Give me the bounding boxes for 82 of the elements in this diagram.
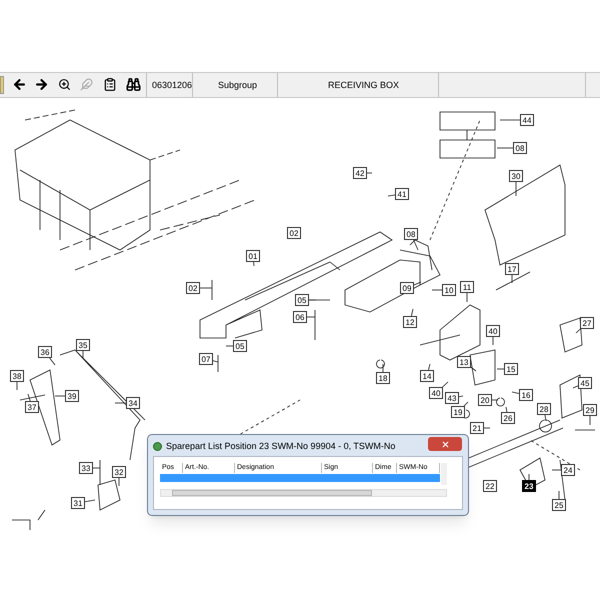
leader-line (464, 402, 468, 406)
callout-number: 42 (353, 167, 367, 179)
callout-number: 37 (25, 401, 39, 413)
group-title-text: RECEIVING BOX (328, 80, 400, 90)
leader-line (506, 406, 508, 412)
callout-number: 01 (246, 250, 260, 262)
leader-line (496, 368, 504, 370)
leader-line (82, 350, 84, 358)
callout-number: 12 (403, 316, 417, 328)
callout-number: 29 (583, 404, 597, 416)
callout-number: 02 (287, 227, 301, 239)
callout-number: 35 (76, 339, 90, 351)
leader-line (528, 474, 530, 480)
leader-line (442, 382, 448, 388)
dialog-title: Sparepart List Position 23 SWM-No 99904 - 0, TSWM-No (166, 441, 396, 452)
callout-number: 27 (580, 317, 594, 329)
callout-number: 44 (520, 114, 534, 126)
leader-line (388, 194, 396, 196)
leader-line (414, 282, 422, 286)
leader-line (470, 366, 476, 372)
callout-number: 13 (457, 356, 471, 368)
callout-number: 41 (395, 188, 409, 200)
callout-number: 32 (112, 466, 126, 478)
subgroup-text: Subgroup (218, 80, 258, 90)
leader-line (84, 500, 96, 502)
callout-number: 24 (561, 464, 575, 476)
callout-number: 31 (71, 497, 85, 509)
callout-number: 30 (509, 170, 523, 182)
leader-line (16, 382, 18, 390)
callout-number: 34 (126, 397, 140, 409)
leader-line (382, 364, 384, 372)
leader-line (118, 478, 120, 486)
leader-line (572, 386, 578, 388)
callout-number: 07 (199, 353, 213, 365)
leader-line (366, 172, 372, 174)
leader-line (114, 402, 126, 404)
callout-number: 28 (537, 403, 551, 415)
callout-number: 36 (38, 346, 52, 358)
leader-line (413, 240, 418, 250)
leader-line (544, 414, 546, 422)
leader-line (512, 392, 520, 394)
callout-number: 21 (470, 422, 484, 434)
callout-number: 39 (65, 390, 79, 402)
leader-line (428, 364, 430, 370)
leader-line (49, 358, 56, 366)
callout-number: 25 (552, 499, 566, 511)
callout-number: 11 (460, 281, 474, 293)
callout-number: 09 (400, 282, 414, 294)
callout-number: 17 (505, 263, 519, 275)
callout-number: 23 (522, 480, 536, 492)
callout-number: 43 (445, 392, 459, 404)
leader-line (306, 316, 316, 318)
callout-number: 05 (233, 340, 247, 352)
leader-line (410, 308, 414, 316)
leader-line (466, 292, 468, 302)
leader-line (558, 490, 560, 500)
callout-number: 02 (186, 282, 200, 294)
leader-line (212, 360, 218, 362)
callout-number: 40 (429, 387, 443, 399)
callout-number: 18 (376, 372, 390, 384)
callout-number: 08 (513, 142, 527, 154)
leader-line (492, 336, 494, 346)
leader-line (576, 328, 581, 334)
callout-number: 19 (451, 406, 465, 418)
callout-number: 06 (293, 311, 307, 323)
callout-number: 10 (442, 284, 456, 296)
callout-number: 26 (501, 412, 515, 424)
callout-number: 22 (483, 480, 497, 492)
part-number-text: 06301206 (152, 80, 192, 90)
callout-number: 08 (404, 228, 418, 240)
leader-line (458, 396, 464, 398)
callout-number: 05 (295, 294, 309, 306)
leader-line (253, 262, 254, 266)
callout-number: 14 (420, 370, 434, 382)
leader-line (28, 394, 31, 402)
callout-number: 20 (478, 394, 492, 406)
callout-number: 38 (10, 370, 24, 382)
callout-number: 45 (578, 377, 592, 389)
callout-number: 33 (79, 462, 93, 474)
callout-number: 15 (504, 363, 518, 375)
callout-number: 40 (486, 325, 500, 337)
callout-number: 16 (519, 389, 533, 401)
